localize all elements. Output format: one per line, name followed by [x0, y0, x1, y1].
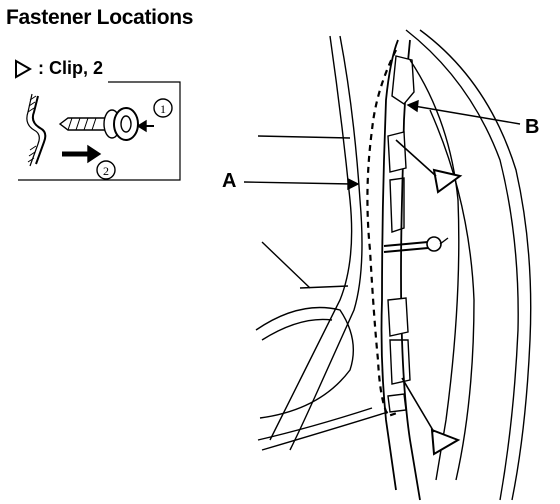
legend-label: : Clip, 2 — [38, 58, 104, 78]
clip-triangle-lower-icon — [401, 377, 461, 456]
callout-a: A — [222, 170, 237, 192]
inset-clip-detail — [18, 81, 181, 181]
leader-a — [243, 177, 360, 191]
callout-b: B — [525, 116, 540, 138]
page-title: Fastener Locations — [6, 6, 194, 29]
clip-triangle-icon — [15, 58, 32, 79]
clip-triangle-upper-icon — [395, 139, 463, 194]
leader-b — [406, 99, 521, 125]
legend: : Clip, 2 — [14, 58, 103, 79]
door-trim-outline — [255, 29, 532, 501]
step-2-number: 2 — [103, 164, 109, 178]
step-1-number: 1 — [160, 102, 166, 116]
clip-pin-icon — [58, 107, 139, 141]
